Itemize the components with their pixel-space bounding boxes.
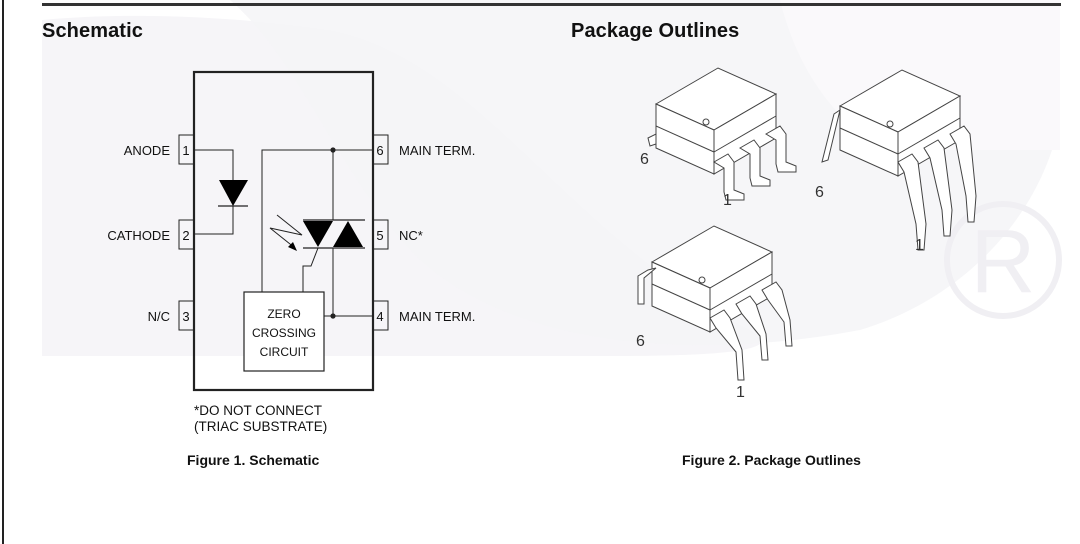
schematic-heading: Schematic (42, 20, 143, 42)
note-line: (TRIAC SUBSTRATE) (194, 419, 328, 434)
pin-number: 3 (182, 309, 189, 324)
figure-1-caption: Figure 1. Schematic (187, 452, 320, 468)
lead-pin6 (637, 267, 657, 305)
block-label-line: ZERO (267, 307, 300, 321)
pin-3-box (178, 300, 195, 331)
note-line: *DO NOT CONNECT (194, 403, 323, 418)
pin-label-anode: ANODE (124, 143, 171, 158)
top-rule (42, 3, 1061, 6)
pin-label-1: 1 (736, 384, 745, 401)
zero-crossing-block (243, 291, 325, 372)
pin-label-1: 1 (915, 237, 924, 254)
block-label-line: CROSSING (252, 326, 316, 340)
light-arrowhead (288, 242, 297, 251)
package-outline-dip (637, 225, 793, 381)
pin-number: 2 (182, 228, 189, 243)
pin-number: 5 (376, 228, 383, 243)
block-label-line: CIRCUIT (260, 345, 309, 359)
lead (897, 153, 927, 251)
pin-label-1: 1 (723, 192, 732, 209)
triac-left-wire (261, 149, 333, 324)
package-outline-dip-wide (821, 69, 977, 251)
lead-pin6 (821, 108, 841, 163)
pin-label-nc: N/C (148, 309, 170, 324)
pin-label-main-term-6: MAIN TERM. (399, 143, 475, 158)
pin-label-6: 6 (640, 151, 649, 168)
page-border-left (2, 0, 4, 544)
lead (761, 281, 793, 347)
lead (949, 125, 977, 223)
package-outlines-diagram: 6 1 6 1 6 1 (636, 67, 977, 401)
pin-number: 1 (182, 143, 189, 158)
package-outline-smd (647, 67, 797, 201)
junction-dot-top (330, 147, 336, 153)
lead (713, 153, 745, 201)
lead (923, 139, 953, 237)
pin-label-main-term-4: MAIN TERM. (399, 309, 475, 324)
lead (709, 309, 745, 381)
package-outlines-heading: Package Outlines (571, 20, 740, 42)
cathode-wire (194, 206, 234, 235)
triac-triangle-down (303, 221, 333, 247)
triac-triangle-up (333, 221, 363, 247)
lead-pin6 (647, 133, 657, 147)
junction-dot-bottom (330, 313, 336, 319)
pin-label-6: 6 (815, 184, 824, 201)
pin-label-6: 6 (636, 333, 645, 350)
led-diode-icon (219, 180, 248, 206)
figure-2-caption: Figure 2. Package Outlines (682, 452, 861, 468)
gate-wire (302, 247, 319, 292)
lead (735, 295, 769, 361)
anode-wire (194, 149, 234, 180)
pin-label-nc-5: NC* (399, 228, 423, 243)
lead (739, 139, 771, 187)
pin-number: 6 (376, 143, 383, 158)
pin-number: 4 (376, 309, 383, 324)
pin-label-cathode: CATHODE (107, 228, 170, 243)
schematic-diagram: 1 2 3 6 5 4 ANODE CATHODE N/C MAIN TERM.… (107, 70, 475, 392)
lead (765, 125, 797, 173)
pin-5-box (372, 219, 389, 250)
light-arrow-icon (269, 214, 303, 249)
